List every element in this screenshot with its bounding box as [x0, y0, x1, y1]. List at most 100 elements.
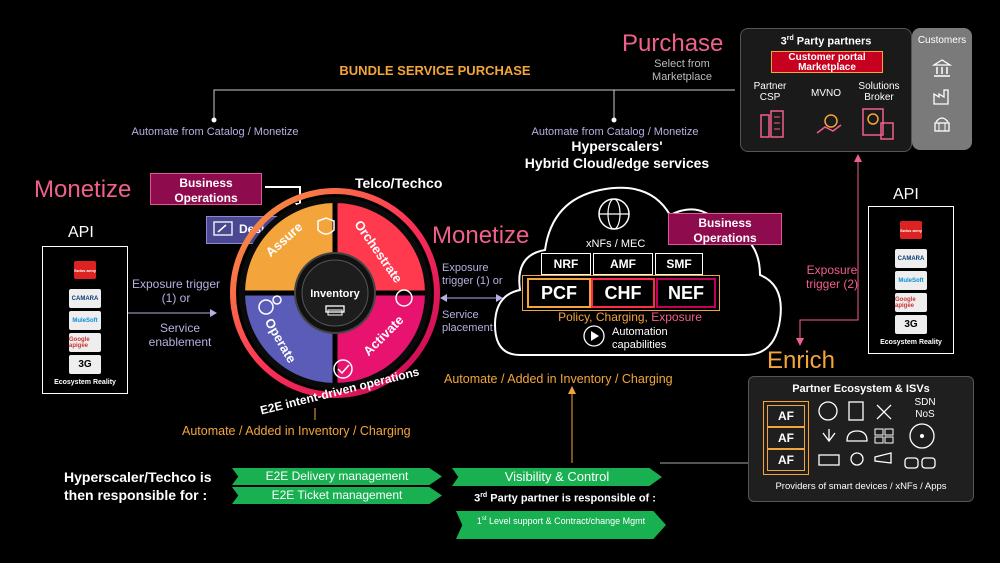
partners-title: 3rd Party partners	[780, 35, 872, 48]
apigee-logo-right: Google apigee	[895, 293, 927, 312]
nef-box: NEF	[656, 278, 716, 308]
chf-box: CHF	[591, 278, 655, 308]
partners-panel: 3rd Party partners Customer portal Marke…	[740, 28, 912, 152]
shield-icon	[317, 217, 335, 235]
tablet-icon	[848, 401, 864, 421]
check-icon	[333, 359, 353, 379]
first-level-support-band: 1st Level support & Contract/change Mgmt	[456, 511, 666, 539]
api-left-title: API	[68, 224, 94, 241]
solutions-broker-icon	[862, 108, 894, 140]
third-party-responsible: 3rd Party partner is responsible of :	[474, 492, 656, 505]
bundle-title: BUNDLE SERVICE PURCHASE	[339, 63, 531, 78]
pcf-box: PCF	[527, 278, 591, 308]
smf-box: SMF	[655, 253, 703, 275]
customers-panel: Customers	[912, 28, 972, 150]
partner-csp-icon	[760, 110, 784, 138]
hyperscaler-responsible: Hyperscaler/Techco is then responsible f…	[64, 468, 212, 504]
camara-logo: CAMARA	[69, 289, 101, 308]
3g-logo: 3G	[69, 355, 101, 374]
qr-icon	[884, 436, 894, 444]
amf-box: AMF	[593, 253, 653, 275]
apigee-logo: Google apigee	[69, 333, 101, 352]
camara-logo-right: CAMARA	[895, 249, 927, 268]
vehicle-icon	[818, 454, 840, 466]
hyperscaler-line1: Hyperscaler/Techco is	[64, 469, 212, 485]
3g-logo-right: 3G	[895, 315, 927, 334]
camera-icon	[874, 452, 892, 464]
government-icon	[934, 117, 950, 132]
customers-label: Customers	[917, 35, 967, 46]
mvno-icon	[816, 114, 842, 134]
enrich-title: Enrich	[767, 347, 836, 374]
cloud-icon	[846, 430, 868, 442]
sdn-label: SDN	[914, 397, 936, 408]
vr-glasses-icon	[904, 457, 936, 469]
e2e-ticket-band: E2E Ticket management	[232, 487, 442, 504]
xnfs-mec-label: xNFs / MEC	[586, 238, 646, 250]
bank-icon	[931, 59, 953, 77]
automate-inventory-right: Automate / Added in Inventory / Charging	[444, 372, 673, 386]
service-placement: Service placement	[442, 309, 493, 334]
providers-footer: Providers of smart devices / xNFs / Apps	[775, 481, 947, 492]
hyperscalers-line1: Hyperscalers'	[571, 138, 663, 154]
inventory-icon	[325, 305, 345, 313]
automate-catalog-left: Automate from Catalog / Monetize	[131, 126, 299, 138]
purchase-subtitle: Select from Marketplace	[652, 58, 712, 83]
ecosystem-reality-right: Ecosystem Reality	[880, 339, 942, 346]
e2e-delivery-band: E2E Delivery management	[232, 468, 442, 485]
automation-icon	[583, 325, 605, 347]
design-icon	[213, 221, 233, 236]
service-enablement: Service enablement	[148, 321, 212, 349]
af-box-2: AF	[767, 427, 805, 449]
partner-ecosystem-panel: Partner Ecosystem & ISVs AF AF AF SDN No…	[748, 376, 974, 502]
business-operations-right: Business Operations	[668, 213, 782, 245]
visibility-control-band: Visibility & Control	[452, 468, 662, 486]
swiss-army-logo: Swiss army	[74, 261, 96, 279]
ecosystem-reality-left: Ecosystem Reality	[54, 379, 116, 386]
af-column	[763, 401, 809, 475]
nos-label: NoS	[915, 409, 935, 420]
exposure-trigger-left: Exposure trigger (1) or	[131, 277, 221, 305]
mvno-label: MVNO	[811, 88, 841, 99]
policy-charging-exposure: Policy, Charging, Exposure	[558, 310, 702, 324]
af-box-3: AF	[767, 449, 805, 471]
nrf-box: NRF	[541, 253, 591, 275]
orchestrate-icon	[395, 289, 413, 307]
af-box-1: AF	[767, 405, 805, 427]
partner-eco-title: Partner Ecosystem & ISVs	[792, 383, 930, 395]
purchase-title: Purchase	[622, 30, 724, 57]
gears-icon	[258, 299, 274, 315]
hyperscalers-title: Hyperscalers' Hybrid Cloud/edge services	[500, 138, 734, 172]
satellite-dish-icon	[909, 423, 935, 449]
solutions-broker-label: Solutions Broker	[858, 81, 900, 103]
automate-catalog-right: Automate from Catalog / Monetize	[531, 126, 699, 138]
api-right-frame: Swiss army CAMARA MuleSoft Google apigee…	[868, 206, 954, 354]
api-left-frame: Swiss army CAMARA MuleSoft Google apigee…	[42, 246, 128, 394]
automation-capabilities: Automation capabilities	[612, 326, 668, 351]
api-right-title: API	[893, 186, 919, 203]
hyperscaler-line2: then responsible for :	[64, 487, 208, 503]
cloud-sync-icon	[850, 452, 864, 466]
mulesoft-logo-right: MuleSoft	[895, 271, 927, 290]
shuffle-icon	[876, 404, 892, 420]
business-operations-left: Business Operations	[150, 173, 262, 205]
exposure-trigger-middle: Exposure trigger (1) or	[442, 262, 503, 287]
download-icon	[822, 429, 836, 443]
exposure-trigger-right: Exposure trigger (2)	[805, 263, 858, 291]
inventory-label: Inventory	[310, 288, 360, 300]
network-icon	[818, 401, 838, 421]
monetize-middle: Monetize	[432, 222, 530, 249]
telco-techco-title: Telco/Techco	[355, 175, 443, 191]
device-icons-grid	[818, 401, 894, 466]
hyperscalers-line2: Hybrid Cloud/edge services	[524, 155, 710, 171]
customer-portal-button[interactable]: Customer portal Marketplace	[771, 51, 883, 73]
mulesoft-logo: MuleSoft	[69, 311, 101, 330]
automate-inventory-left: Automate / Added in Inventory / Charging	[182, 424, 411, 438]
factory-icon	[933, 89, 949, 105]
swiss-army-logo-right: Swiss army	[900, 221, 922, 239]
partner-csp-label: Partner CSP	[753, 81, 787, 103]
nf-core-frame	[522, 275, 720, 311]
monetize-left: Monetize	[34, 176, 132, 203]
